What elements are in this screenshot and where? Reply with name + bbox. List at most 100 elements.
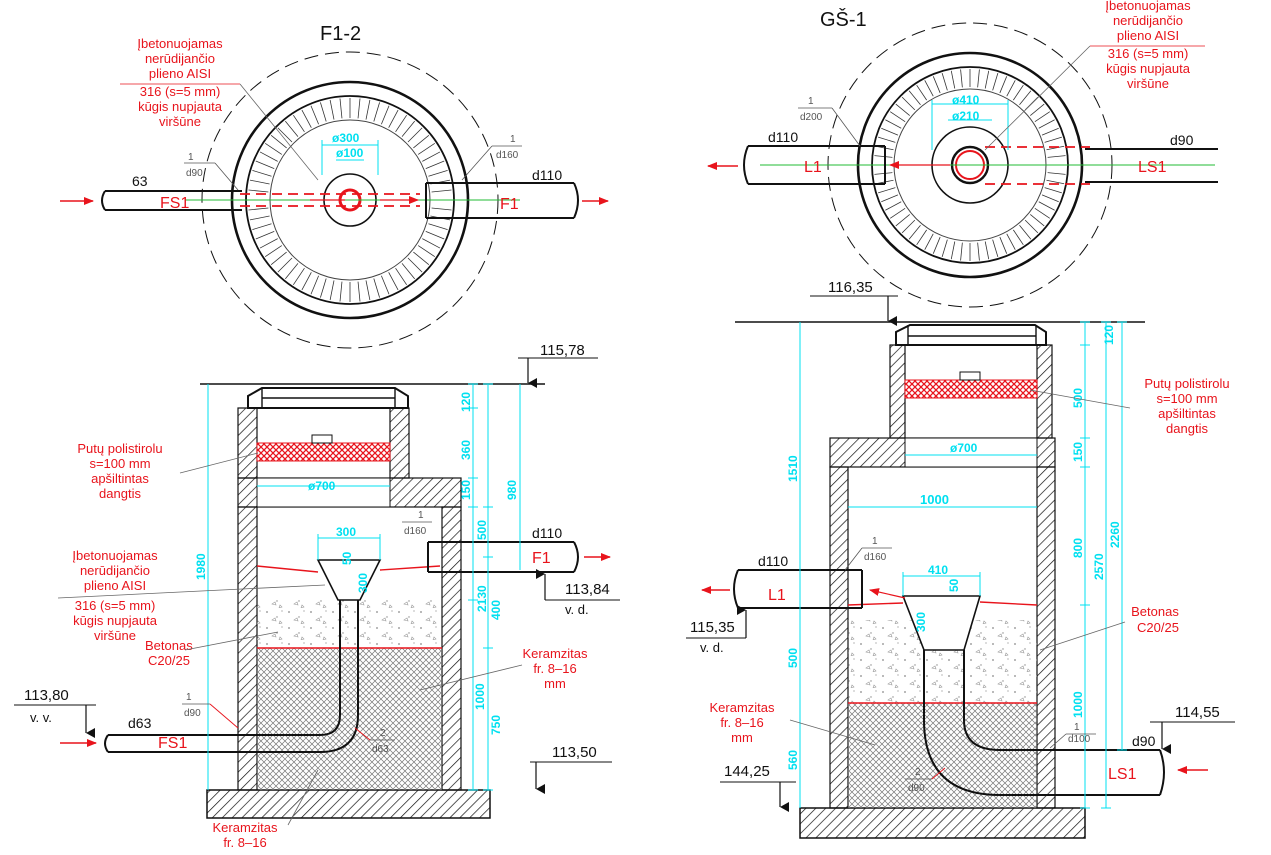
cone-tick (292, 114, 305, 133)
cone-tick (895, 214, 910, 227)
cone-tick (1038, 119, 1055, 129)
svg-text:115,35: 115,35 (690, 619, 735, 636)
svg-text:d63: d63 (372, 744, 389, 755)
svg-text:ø410: ø410 (952, 93, 980, 107)
left-plan-inlet-label: FS1 (160, 195, 189, 212)
svg-text:115,78: 115,78 (540, 342, 585, 359)
svg-text:113,80: 113,80 (24, 687, 69, 704)
cone-tick (255, 160, 275, 169)
right-cone-note-top: Įbetonuojamas nerūdijančio plieno AISI 3… (984, 0, 1205, 151)
svg-text:d100: d100 (1068, 734, 1091, 745)
svg-text:apšiltintas: apšiltintas (1158, 406, 1216, 421)
cone-tick (1024, 219, 1039, 234)
cone-tick (431, 189, 452, 193)
cone-tick (1019, 90, 1032, 105)
svg-text:fr. 8–16: fr. 8–16 (720, 715, 763, 730)
svg-text:1: 1 (1074, 722, 1080, 733)
svg-text:300: 300 (336, 525, 356, 539)
svg-text:s=100 mm: s=100 mm (89, 456, 150, 471)
cone-tick (252, 223, 272, 230)
svg-text:1000: 1000 (920, 492, 949, 507)
cone-tick (401, 263, 416, 280)
svg-text:mm: mm (544, 676, 566, 691)
cone-tick (901, 219, 916, 234)
svg-text:Įbetonuojamas: Įbetonuojamas (72, 548, 158, 563)
svg-text:v. v.: v. v. (30, 710, 52, 725)
svg-text:1980: 1980 (194, 553, 208, 580)
right-plan-view: GŠ-1 d110 L1 d90 LS1 ø410 ø210 Įbetonuoj… (707, 0, 1218, 308)
cone-tick (259, 238, 278, 249)
svg-text:dangtis: dangtis (1166, 421, 1208, 436)
svg-text:plieno AISI: plieno AISI (1117, 28, 1179, 43)
left-section-view: d63 FS1 d110 F1 ø700 300 50 300 120 360 … (14, 342, 620, 850)
svg-text:1: 1 (808, 96, 814, 107)
svg-text:v. d.: v. d. (700, 640, 724, 655)
svg-text:Betonas: Betonas (1131, 604, 1179, 619)
cone-tick (878, 136, 896, 143)
right-base-slab (799, 807, 1086, 839)
cone-tick (357, 98, 361, 119)
cone-tick (264, 142, 283, 155)
left-wall-left (237, 506, 258, 791)
cone-tick (284, 120, 299, 137)
cone-tick (1044, 187, 1062, 194)
svg-text:316 (s=5 mm): 316 (s=5 mm) (1108, 46, 1189, 61)
svg-text:360: 360 (459, 440, 473, 460)
svg-text:plieno AISI: plieno AISI (149, 66, 211, 81)
cone-tick (252, 170, 272, 177)
svg-text:Putų polistirolu: Putų polistirolu (77, 441, 162, 456)
cone-tick (950, 70, 956, 89)
svg-text:kūgis nupjauta: kūgis nupjauta (138, 99, 223, 114)
svg-text:LS1: LS1 (1108, 766, 1137, 783)
left-cone-note-top: Įbetonuojamas nerūdijančio plieno AISI 3… (120, 36, 319, 181)
svg-text:d90: d90 (186, 168, 203, 179)
svg-text:fr. 8–16: fr. 8–16 (223, 835, 266, 850)
cone-tick (395, 114, 408, 133)
cone-tick (413, 251, 430, 266)
svg-text:F1: F1 (532, 550, 551, 567)
svg-text:150: 150 (1071, 442, 1085, 462)
cone-tick (388, 109, 399, 128)
svg-text:300: 300 (914, 612, 928, 632)
svg-text:560: 560 (786, 750, 800, 770)
svg-text:1: 1 (872, 536, 878, 547)
cone-tick (284, 263, 299, 280)
svg-text:114,55: 114,55 (1175, 704, 1220, 721)
svg-text:500: 500 (1071, 388, 1085, 408)
cone-tick (1041, 127, 1059, 136)
svg-text:Įbetonuojamas: Įbetonuojamas (137, 36, 223, 51)
cone-tick (977, 242, 980, 261)
cone-tick (259, 151, 278, 162)
svg-text:mm: mm (731, 730, 753, 745)
cone-tick (329, 99, 335, 120)
svg-text:1510: 1510 (786, 455, 800, 482)
svg-text:50: 50 (340, 551, 354, 565)
left-cover-note: Putų polistirolu s=100 mm apšiltintas da… (77, 441, 259, 501)
svg-text:144,25: 144,25 (724, 763, 770, 780)
cone-tick (885, 201, 902, 211)
cone-tick (960, 242, 963, 261)
cone-tick (1046, 145, 1065, 151)
left-cone (316, 559, 382, 601)
cone-tick (874, 155, 893, 158)
cone-tick (984, 241, 990, 260)
cone-tick (381, 105, 390, 125)
svg-text:120: 120 (1102, 325, 1116, 345)
cone-tick (310, 275, 319, 295)
cone-tick (924, 80, 934, 97)
svg-text:L1: L1 (768, 587, 786, 604)
cone-tick (401, 120, 416, 137)
cone-tick (999, 236, 1008, 254)
cone-tick (1041, 194, 1059, 203)
cone-tick (425, 231, 445, 240)
cone-tick (339, 281, 343, 302)
left-plan-inlet-size: 63 (132, 173, 148, 189)
svg-text:FS1: FS1 (158, 735, 187, 752)
cone-tick (999, 76, 1008, 94)
cone-tick (329, 280, 335, 301)
svg-text:viršūne: viršūne (159, 114, 201, 129)
cone-tick (960, 69, 963, 88)
right-cover-note: Putų polistirolu s=100 mm apšiltintas da… (1029, 376, 1230, 436)
svg-text:ø700: ø700 (950, 441, 978, 455)
svg-text:d110: d110 (758, 553, 788, 569)
